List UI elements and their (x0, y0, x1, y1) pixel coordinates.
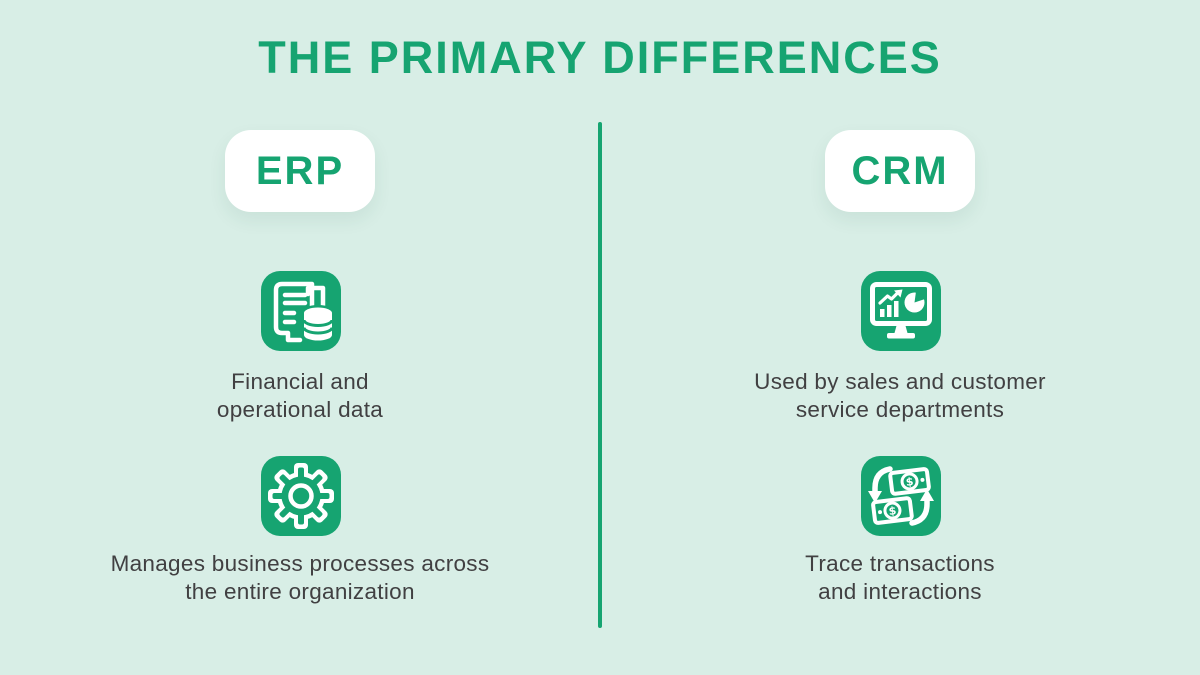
svg-text:$: $ (888, 504, 897, 518)
crm-item-1-caption: Used by sales and customer service depar… (600, 368, 1200, 424)
vertical-divider (598, 122, 602, 628)
erp-badge: ERP (225, 130, 375, 212)
erp-item-2-caption: Manages business processes across the en… (0, 550, 600, 606)
crm-item-2-caption: Trace transactions and interactions (600, 550, 1200, 606)
crm-badge-label: CRM (851, 148, 949, 193)
caption-line: service departments (795, 397, 1005, 422)
money-transfer-icon: $ $ (861, 456, 941, 536)
erp-badge-label: ERP (255, 148, 345, 193)
erp-item-1-caption: Financial and operational data (0, 368, 600, 424)
caption-line: the entire organization (185, 579, 415, 604)
page-title: THE PRIMARY DIFFERENCES (258, 32, 942, 83)
caption-line: Trace transactions (805, 551, 995, 576)
svg-text:$: $ (905, 475, 914, 489)
gear-icon (261, 456, 341, 536)
caption-line: and interactions (818, 579, 982, 604)
caption-line: Financial and (231, 369, 369, 394)
caption-line: Used by sales and customer (754, 369, 1046, 394)
caption-line: Manages business processes across (110, 551, 490, 576)
caption-line: operational data (216, 397, 384, 422)
document-database-icon (261, 271, 341, 351)
crm-badge: CRM (825, 130, 975, 212)
monitor-analytics-icon (861, 271, 941, 351)
